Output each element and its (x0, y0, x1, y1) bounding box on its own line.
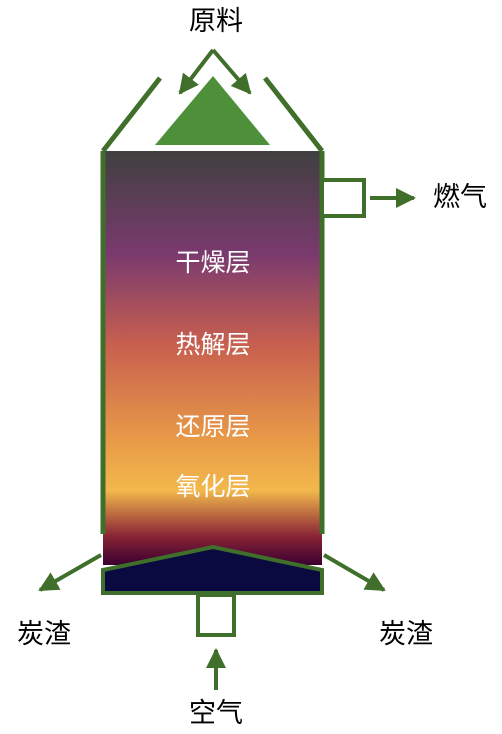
zone-label-drying: 干燥层 (175, 248, 250, 277)
char-right-arrow (322, 553, 386, 592)
reactor-body (103, 151, 322, 565)
grate (101, 544, 324, 595)
feed-cone (155, 76, 270, 145)
gas-out-label: 燃气 (433, 182, 487, 213)
feed-label: 原料 (189, 6, 243, 37)
air-in-label: 空气 (189, 698, 243, 729)
feed-arrow-right (211, 48, 252, 95)
zone-label-oxidation: 氧化层 (175, 472, 250, 501)
gas-outlet-pipe (320, 178, 366, 218)
char-left-arrow (38, 553, 102, 592)
char-right-label: 炭渣 (379, 619, 433, 650)
zone-label-pyrolysis: 热解层 (175, 330, 250, 359)
feed-arrow-left (178, 48, 215, 95)
char-left-label: 炭渣 (17, 619, 71, 650)
air-inlet-pipe (196, 593, 236, 637)
zone-label-reduction: 还原层 (175, 412, 250, 441)
